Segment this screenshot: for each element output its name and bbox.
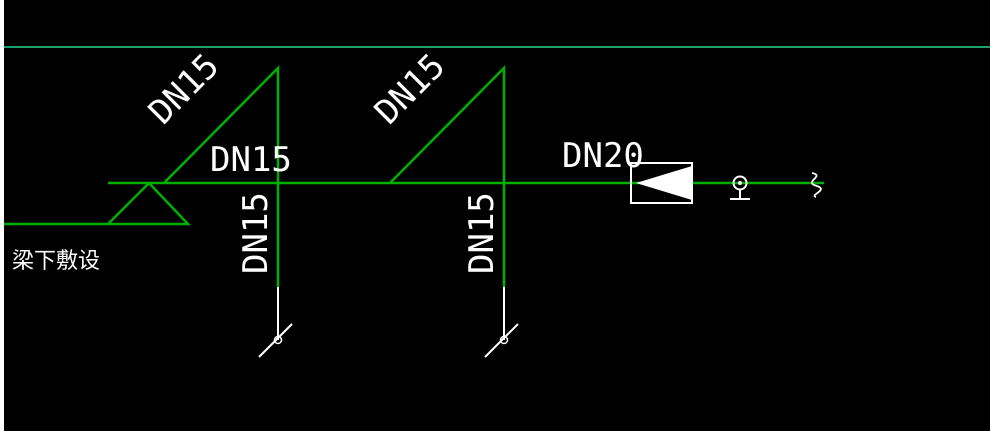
lower-pipe-offset-triangle xyxy=(4,181,191,226)
faucet-right-icon xyxy=(484,287,519,358)
beam-installation-note: 梁下敷设 xyxy=(12,249,100,274)
horizontal-size-label: DN15 xyxy=(210,140,292,180)
drawing-background xyxy=(4,0,990,431)
faucet-left-icon xyxy=(258,287,293,358)
plumbing-diagram: DN15 DN15 DN15 DN15 DN15 DN20 梁下敷设 xyxy=(4,0,990,431)
left-vertical-size-label: DN15 xyxy=(236,192,276,274)
check-valve-icon xyxy=(630,162,693,204)
left-branch-pipe xyxy=(163,64,280,287)
cad-drawing-canvas: DN15 DN15 DN15 DN15 DN15 DN20 梁下敷设 xyxy=(4,0,990,431)
right-vertical-size-label: DN15 xyxy=(462,192,502,274)
main-pipe-size-label: DN20 xyxy=(562,136,644,176)
pipe-break-icon xyxy=(810,172,822,198)
right-branch-pipe xyxy=(389,64,506,287)
water-meter-icon xyxy=(730,175,750,200)
